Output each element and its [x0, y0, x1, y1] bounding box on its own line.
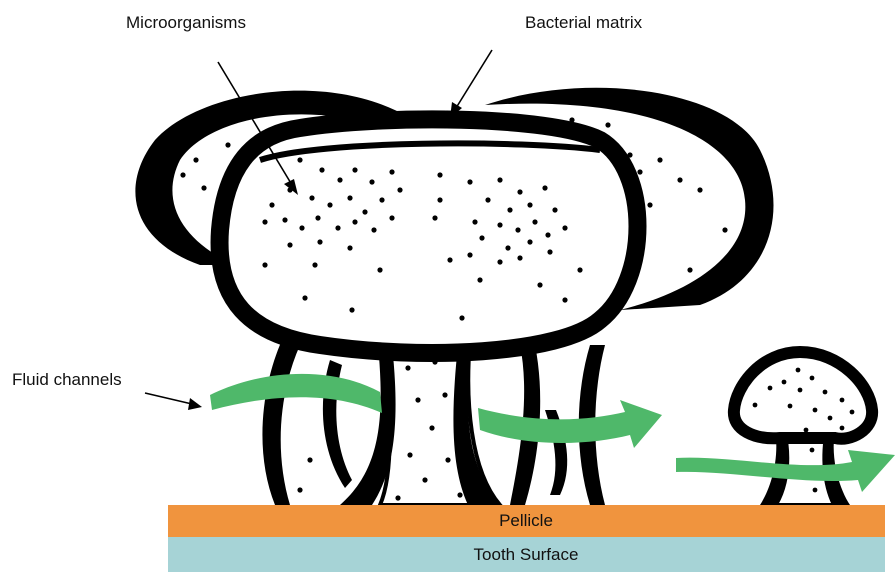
fluid-channels-label: Fluid channels	[12, 370, 122, 389]
colony-small	[734, 352, 872, 505]
colony-main-tendril	[262, 340, 300, 505]
colony-main	[220, 119, 638, 505]
colony-small-cap	[734, 352, 872, 439]
fluid-channel-2	[478, 400, 662, 448]
microorganisms-label: Microorganisms	[126, 13, 246, 32]
fluid-channels-arrowhead	[188, 398, 202, 410]
fluid-channel-1	[210, 374, 382, 413]
bacterial-matrix-pointer	[456, 50, 492, 108]
tooth-surface-label: Tooth Surface	[474, 545, 579, 564]
pellicle-label: Pellicle	[499, 511, 553, 530]
bacterial-matrix-label: Bacterial matrix	[525, 13, 643, 32]
fluid-channels-pointer	[145, 393, 192, 404]
